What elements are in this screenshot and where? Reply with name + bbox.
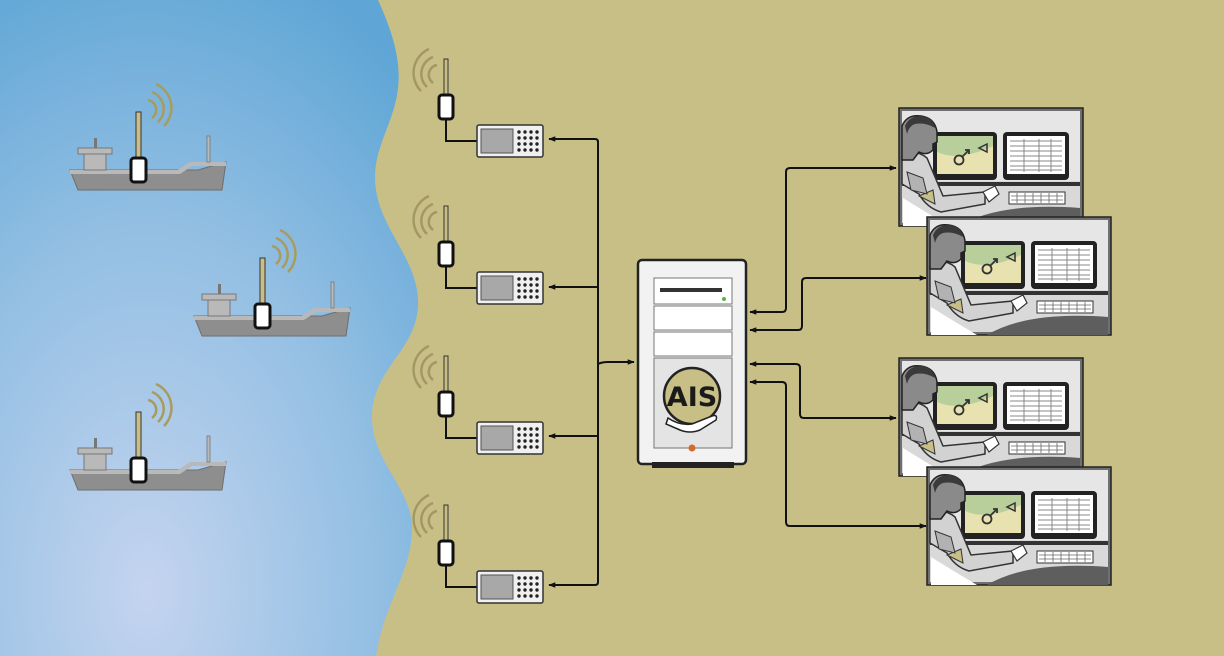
operator-workstation-icon — [898, 107, 1084, 227]
operator-workstation-icon — [898, 357, 1084, 477]
operator-workstation-icon — [926, 216, 1112, 336]
station-connectors — [548, 136, 635, 588]
ais-server-label: AIS — [667, 382, 717, 413]
ais-server-icon: AIS — [636, 258, 748, 468]
operator-workstation-icon — [926, 466, 1112, 586]
workstation-connectors — [749, 165, 927, 529]
